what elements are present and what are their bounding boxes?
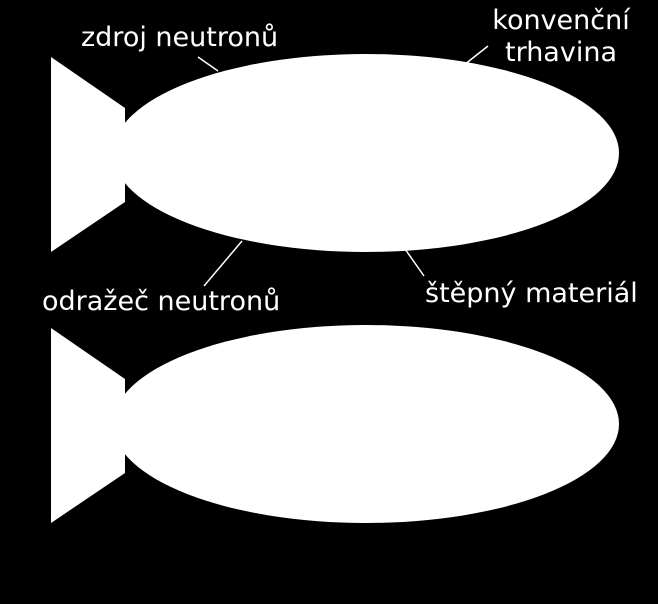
label-fissile-material: štěpný materiál — [425, 278, 638, 309]
bomb-bottom-tail-fin — [51, 328, 125, 523]
label-conventional-explosive: konvenční trhavina — [488, 5, 634, 69]
label-neutron-source: zdroj neutronů — [81, 22, 279, 53]
leader-line-fissile-material — [404, 248, 425, 277]
bomb-top-tail-fin — [51, 57, 125, 252]
bomb-shape-bottom — [51, 325, 619, 523]
label-conventional-explosive-line1: konvenční — [492, 5, 630, 36]
bomb-shape-top — [51, 54, 619, 252]
label-neutron-reflector: odražeč neutronů — [42, 286, 281, 317]
leader-line-neutron-source — [197, 56, 219, 72]
leader-line-conventional-explosive — [463, 45, 489, 66]
label-conventional-explosive-line2: trhavina — [504, 37, 617, 68]
leader-line-neutron-reflector — [203, 240, 243, 287]
bomb-bottom-body — [113, 325, 619, 523]
bomb-top-body — [113, 54, 619, 252]
